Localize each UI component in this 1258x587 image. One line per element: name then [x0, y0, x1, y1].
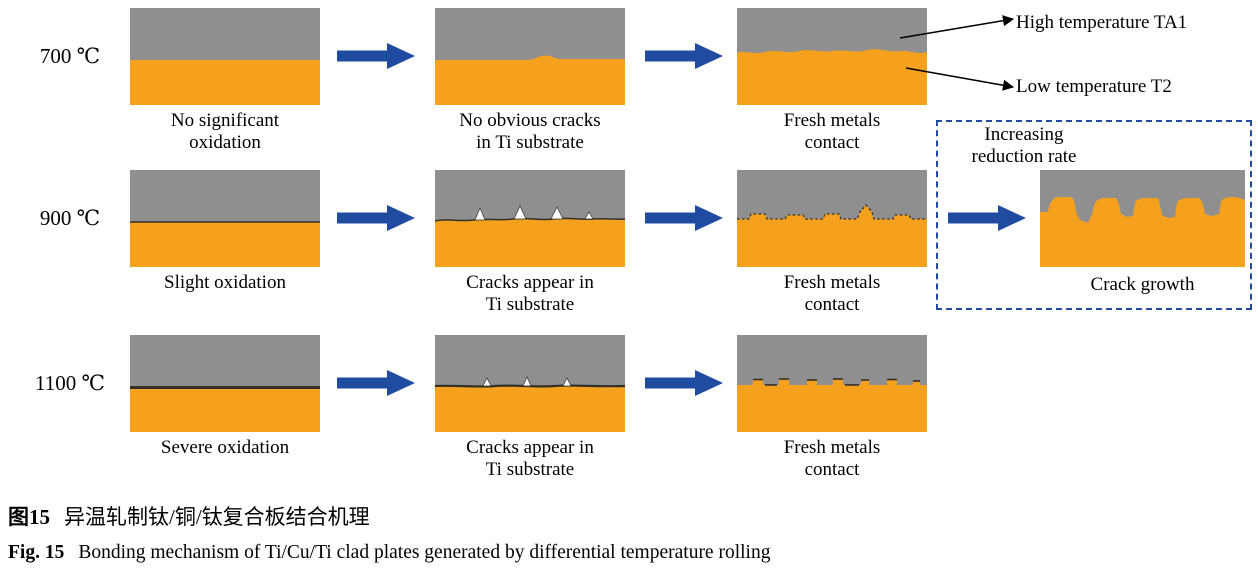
panel-900-stage3: [737, 170, 927, 267]
interface-graphic-900-3: [737, 170, 927, 267]
caption-crack-growth: Crack growth: [1090, 274, 1195, 295]
right-arrow-icon: [645, 205, 723, 231]
caption-1100-stage3: Fresh metals contact: [783, 437, 881, 481]
interface-graphic-1100-2: [435, 335, 625, 432]
pointer-line-high-temp: [899, 15, 1015, 39]
interface-graphic-1100-1: [130, 335, 320, 432]
oxide-segments: [753, 378, 920, 386]
caption-1100-stage2: Cracks appear in Ti substrate: [466, 437, 594, 481]
panel-crack-growth: [1040, 170, 1245, 267]
temp-label-1100: 1100 ℃: [35, 371, 105, 395]
caption-900-stage2: Cracks appear in Ti substrate: [466, 272, 594, 316]
right-arrow-icon: [337, 370, 415, 396]
figure-title-en: Bonding mechanism of Ti/Cu/Ti clad plate…: [78, 542, 771, 563]
label-increasing-reduction-rate: Increasing reduction rate: [971, 124, 1077, 168]
interface-graphic-700-3: [737, 8, 927, 105]
figure-number-zh: 图15: [8, 505, 50, 529]
caption-900-stage1: Slight oxidation: [164, 272, 286, 293]
interface-graphic-700-2: [435, 8, 625, 105]
process-arrow-900-2: [645, 205, 723, 231]
interface-graphic-700-1: [130, 8, 320, 105]
figure-number-en: Fig. 15: [8, 542, 65, 563]
process-arrow-700-1: [337, 43, 415, 69]
panel-700-stage2: [435, 8, 625, 105]
process-arrow-1100-2: [645, 370, 723, 396]
process-arrow-900-1: [337, 205, 415, 231]
right-arrow-icon: [948, 205, 1026, 231]
temp-label-700: 700 ℃: [39, 44, 101, 68]
process-arrow-700-2: [645, 43, 723, 69]
pointer-line-low-temp: [905, 67, 1015, 91]
caption-900-stage3: Fresh metals contact: [783, 272, 881, 316]
caption-700-stage2: No obvious cracks in Ti substrate: [459, 110, 601, 154]
caption-1100-stage1: Severe oxidation: [160, 437, 290, 458]
panel-900-stage1: [130, 170, 320, 267]
right-arrow-icon: [337, 205, 415, 231]
label-high-temperature-ta1: High temperature TA1: [1016, 12, 1188, 33]
label-low-temperature-t2: Low temperature T2: [1016, 76, 1172, 97]
right-arrow-icon: [337, 43, 415, 69]
crack-growth-dashed-box: [936, 120, 1252, 310]
interface-graphic-1100-3: [737, 335, 927, 432]
temp-label-900: 900 ℃: [39, 206, 101, 230]
caption-700-stage1: No significant oxidation: [170, 110, 280, 154]
interface-graphic-crack-growth: [1040, 170, 1245, 267]
process-arrow-900-3: [948, 205, 1026, 231]
interface-graphic-900-2: [435, 170, 625, 267]
layer-annotation-arrows: [899, 15, 1015, 91]
panel-1100-stage1: [130, 335, 320, 432]
panel-700-stage3: [737, 8, 927, 105]
figure-caption-en: Fig. 15 Bonding mechanism of Ti/Cu/Ti cla…: [8, 542, 770, 564]
right-arrow-icon: [645, 43, 723, 69]
right-arrow-icon: [645, 370, 723, 396]
panel-1100-stage3: [737, 335, 927, 432]
interface-graphic-900-1: [130, 170, 320, 267]
panel-700-stage1: [130, 8, 320, 105]
figure-title-zh: 异温轧制钛/铜/钛复合板结合机理: [64, 505, 370, 529]
caption-700-stage3: Fresh metals contact: [783, 110, 881, 154]
process-arrow-1100-1: [337, 370, 415, 396]
figure-caption-zh: 图15 异温轧制钛/铜/钛复合板结合机理: [8, 501, 370, 531]
panel-1100-stage2: [435, 335, 625, 432]
panel-900-stage2: [435, 170, 625, 267]
